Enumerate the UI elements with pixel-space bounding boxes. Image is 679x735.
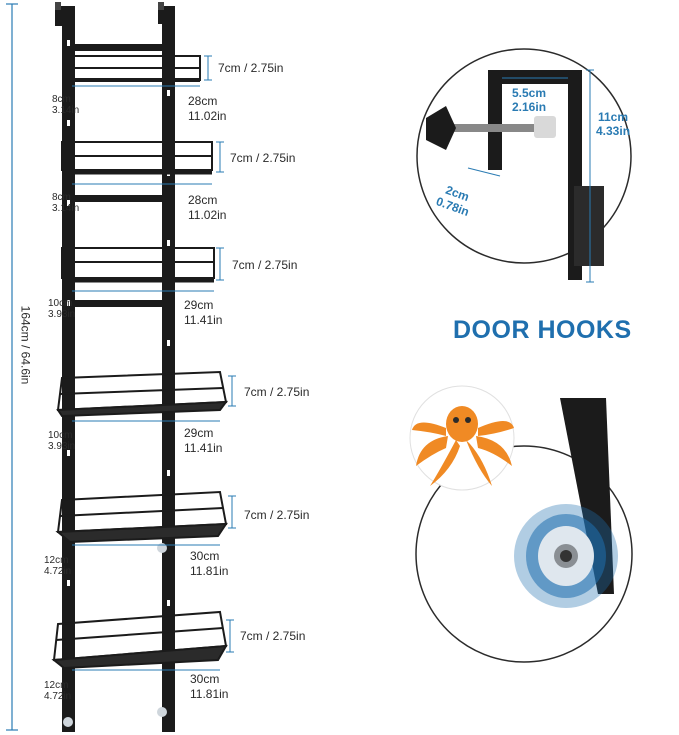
basket-3-gap-in: 3.93in [48, 309, 76, 320]
basket-2 [61, 141, 213, 175]
pole-slots [67, 40, 170, 606]
basket-1 [69, 55, 201, 82]
basket-dimension-lines [72, 55, 236, 671]
door-hook-detail [416, 48, 632, 283]
basket-6-gap: 12cm 4.72in [44, 680, 71, 702]
basket-2-gap-cm: 8cm [52, 192, 71, 203]
basket-6-height: 7cm / 2.75in [240, 629, 306, 643]
basket-5-height: 7cm / 2.75in [244, 508, 310, 522]
basket-6 [51, 610, 228, 670]
basket-1-gap-in: 3.14in [52, 105, 80, 116]
basket-3-gap-cm: 10cm [48, 298, 73, 309]
basket-4-height: 7cm / 2.75in [244, 385, 310, 399]
screw-knob-icon [426, 106, 456, 150]
basket-4-width-in: 11.41in [184, 441, 223, 455]
hook-height: 11cm 4.33in [596, 110, 630, 138]
basket-3 [61, 247, 215, 283]
basket-6-gap-in: 4.72in [44, 691, 72, 702]
left-pole [55, 2, 75, 732]
basket-3-height: 7cm / 2.75in [232, 258, 298, 272]
basket-1-width-cm: 28cm [188, 94, 218, 108]
hook-width-cm: 5.5cm [512, 86, 547, 100]
suction-cup-icon [514, 504, 618, 608]
basket-3-width-in: 11.41in [184, 313, 223, 327]
basket-6-width-cm: 30cm [190, 672, 220, 686]
door-hooks-title: DOOR HOOKS [453, 316, 632, 344]
basket-5-gap-in: 4.72in [44, 566, 72, 577]
right-pole [158, 2, 175, 732]
basket-1-width-in: 11.02in [188, 109, 227, 123]
crossbars [75, 44, 162, 307]
basket-6-width: 30cm 11.81in [190, 672, 228, 702]
basket-2-gap-in: 3.14in [52, 203, 80, 214]
basket-5-width-in: 11.81in [190, 564, 229, 578]
basket-1-gap-cm: 8cm [52, 94, 71, 105]
basket-4-width-cm: 29cm [184, 426, 214, 440]
basket-1-width: 28cm 11.02in [188, 94, 226, 124]
basket-4-gap: 10cm 3.93in [48, 430, 75, 452]
basket-1-height: 7cm / 2.75in [218, 61, 284, 75]
basket-4-gap-cm: 10cm [48, 430, 73, 441]
hook-height-in: 4.33in [596, 124, 631, 138]
basket-2-width-cm: 28cm [188, 193, 218, 207]
basket-6-width-in: 11.81in [190, 687, 229, 701]
basket-2-gap: 8cm 3.14in [52, 192, 79, 214]
overall-height-line [6, 3, 18, 731]
basket-1-gap: 8cm 3.14in [52, 94, 79, 116]
hook-width-in: 2.16in [512, 100, 547, 114]
octopus-icon [409, 385, 515, 491]
hook-width: 5.5cm 2.16in [512, 86, 546, 114]
basket-6-gap-cm: 12cm [44, 680, 69, 691]
overall-height-label: 164cm / 64.6in [18, 305, 33, 385]
basket-4 [56, 370, 229, 418]
basket-5-width: 30cm 11.81in [190, 549, 228, 579]
basket-2-height: 7cm / 2.75in [230, 151, 296, 165]
hook-height-cm: 11cm [598, 110, 629, 124]
basket-5-gap: 12cm 4.72in [44, 555, 71, 577]
basket-2-width-in: 11.02in [188, 208, 227, 222]
suction-detail [415, 398, 633, 663]
basket-5 [55, 490, 228, 544]
basket-4-width: 29cm 11.41in [184, 426, 222, 456]
basket-3-width-cm: 29cm [184, 298, 214, 312]
basket-3-gap: 10cm 3.93in [48, 298, 75, 320]
basket-3-width: 29cm 11.41in [184, 298, 222, 328]
basket-4-gap-in: 3.93in [48, 441, 76, 452]
basket-5-width-cm: 30cm [190, 549, 220, 563]
basket-5-gap-cm: 12cm [44, 555, 69, 566]
basket-2-width: 28cm 11.02in [188, 193, 226, 223]
